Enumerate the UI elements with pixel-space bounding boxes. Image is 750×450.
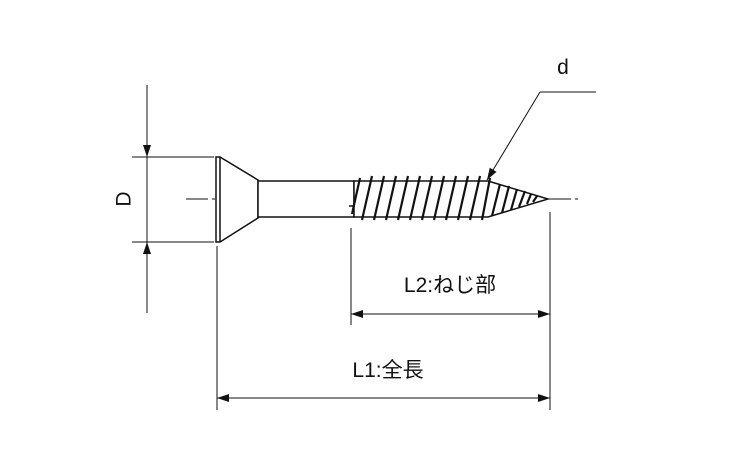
label-thread-diameter: d [557, 56, 569, 79]
screw-shank [257, 180, 355, 218]
label-total-length: L1:全長 [352, 359, 423, 382]
label-thread-length: L2:ねじ部 [404, 274, 496, 297]
d-leader-arrow [486, 91, 541, 181]
screw-head [215, 156, 259, 243]
label-head-diameter: D [113, 191, 136, 206]
screw-thread [349, 175, 551, 221]
